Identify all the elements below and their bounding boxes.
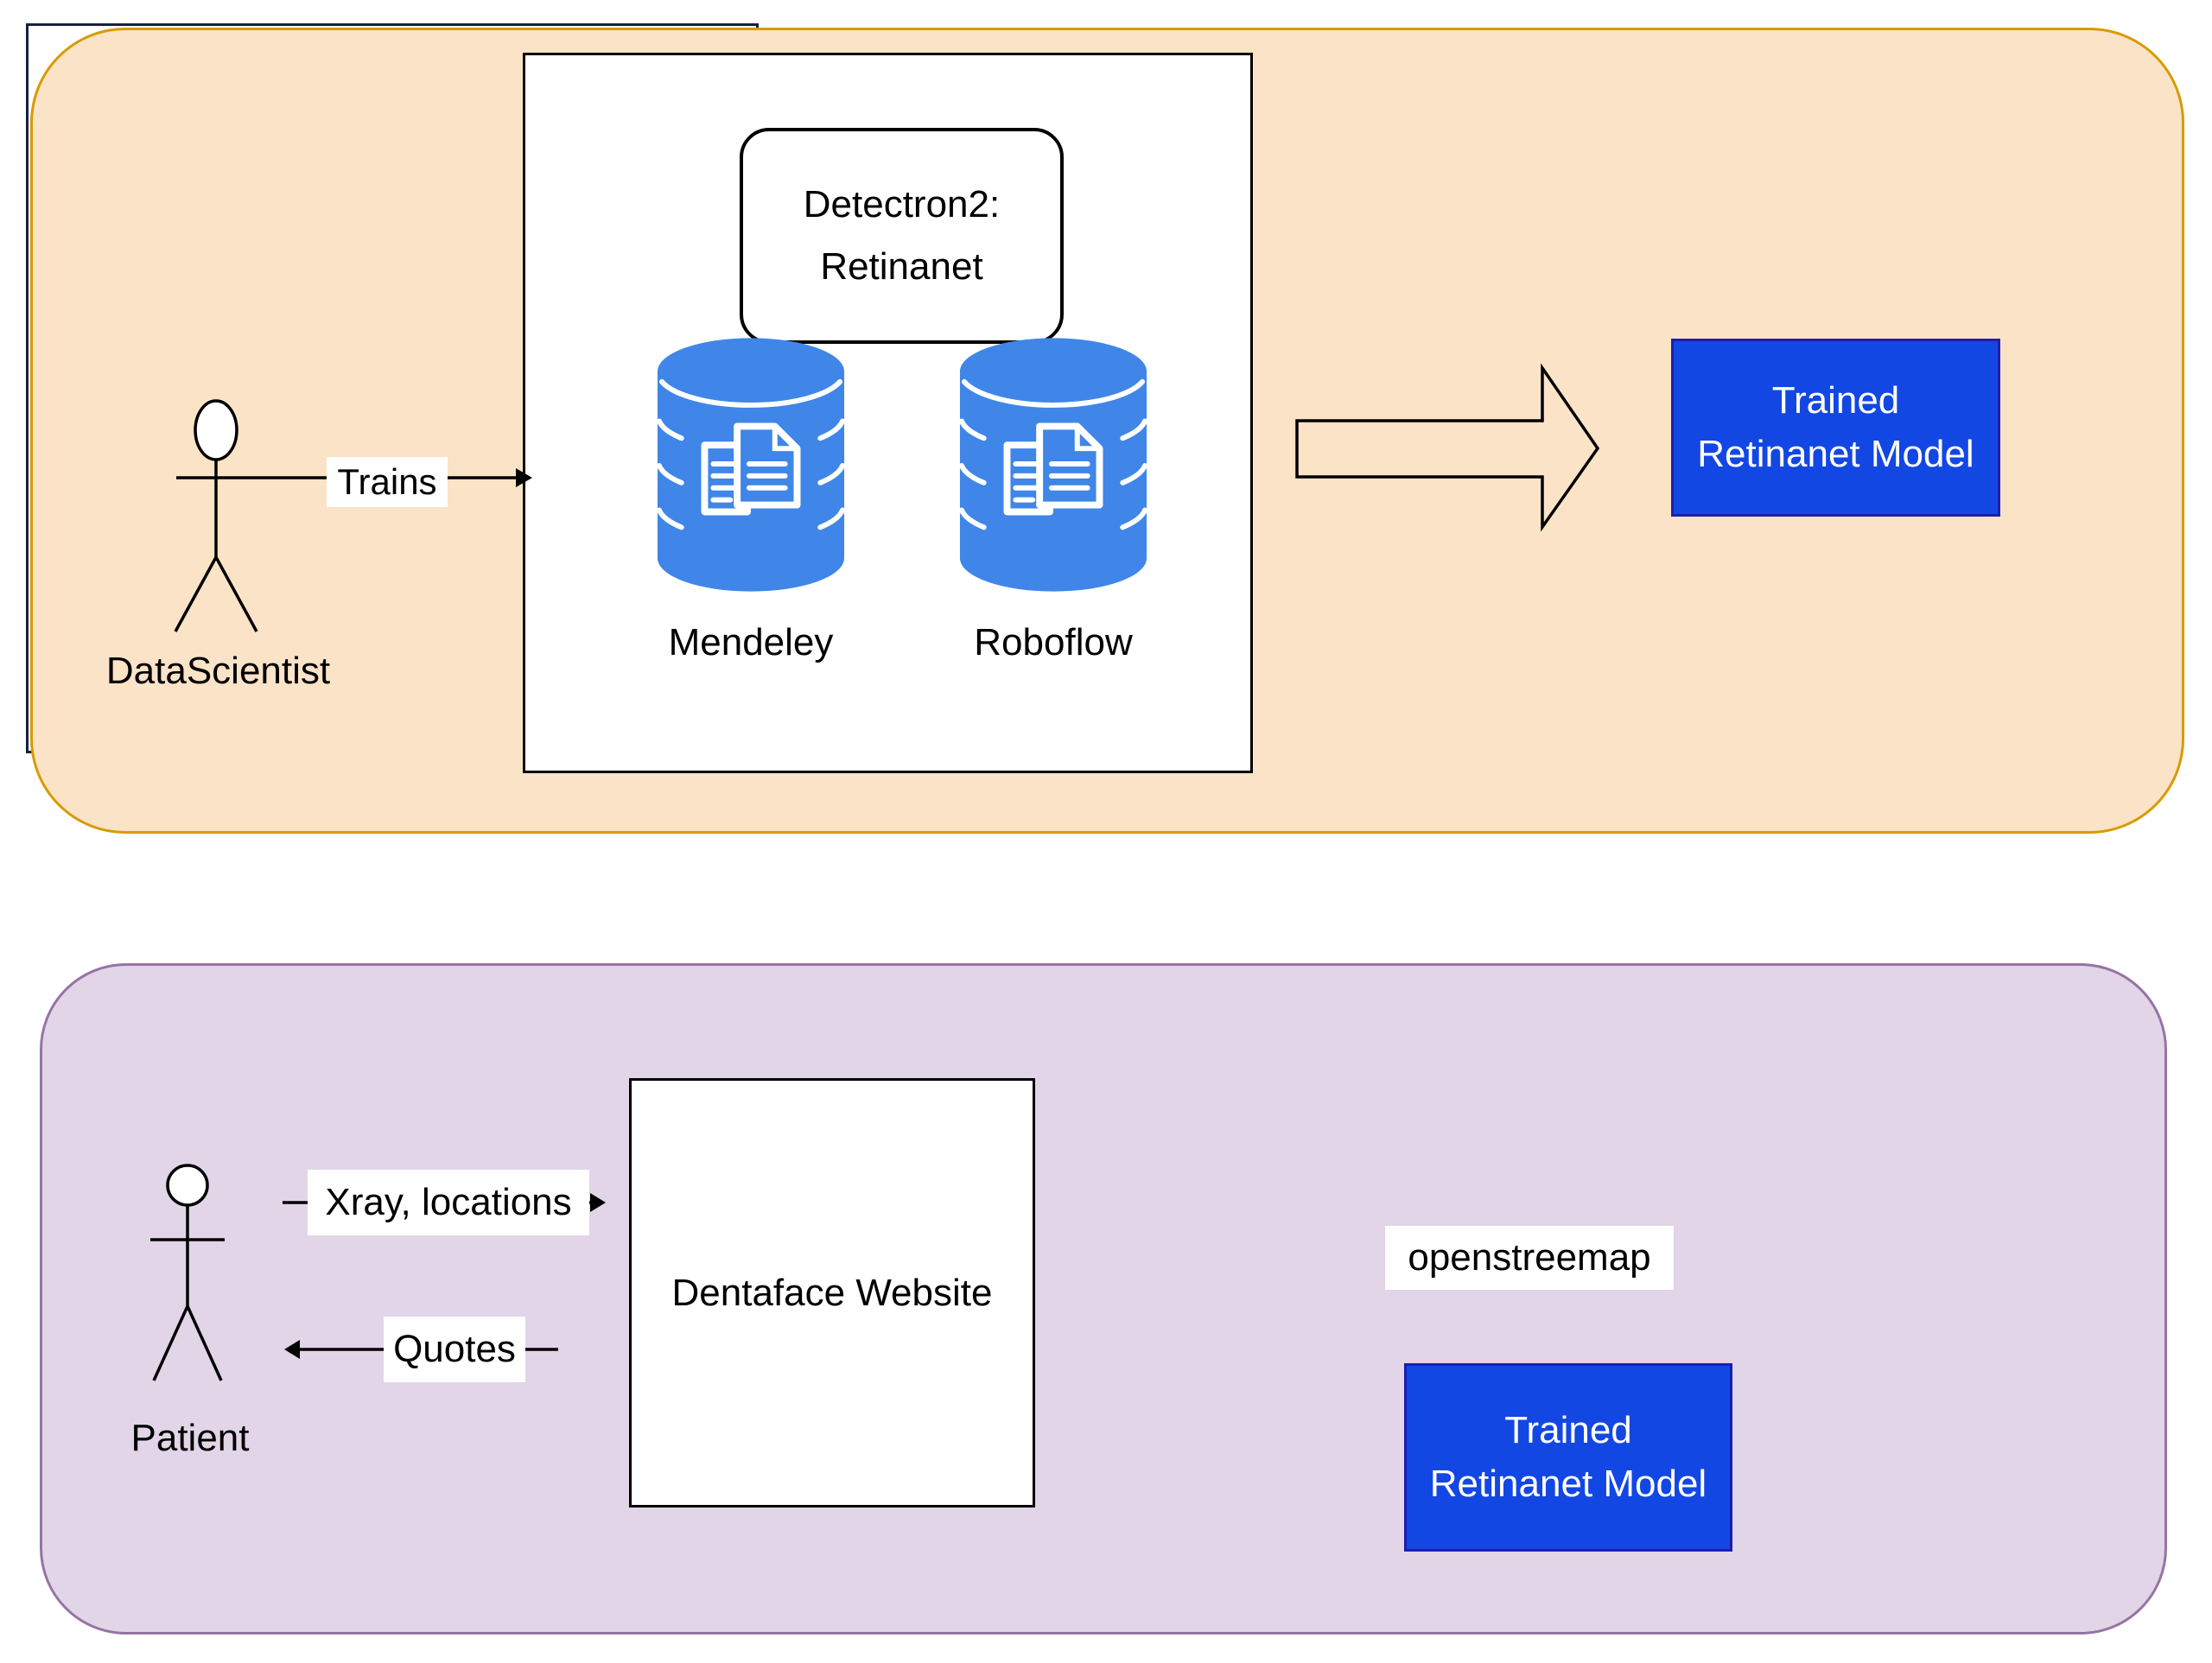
trained-model-line1: Trained: [1504, 1409, 1632, 1451]
xray-locations-label: Xray, locations: [308, 1170, 589, 1235]
trained-model-line1: Trained: [1771, 379, 1900, 422]
inference-section-container: [40, 963, 2167, 1634]
detectron-retinanet-label: Detectron2: Retinanet: [740, 128, 1064, 344]
trained-model-line2: Retinanet Model: [1429, 1463, 1707, 1505]
mendeley-database-icon: [656, 338, 846, 592]
patient-label: Patient: [130, 1417, 250, 1459]
mendeley-label: Mendeley: [668, 621, 834, 663]
openstreemap-label: openstreemap: [1385, 1226, 1674, 1290]
trained-model-box-training: Trained Retinanet Model: [1671, 339, 2000, 517]
roboflow-database-icon: [958, 338, 1148, 592]
detectron-line2: Retinanet: [820, 245, 983, 288]
documents-glyph: [701, 422, 801, 516]
roboflow-label: Roboflow: [974, 621, 1133, 663]
dentaface-website-box: Dentaface Website: [629, 1078, 1035, 1507]
documents-glyph: [1003, 422, 1103, 516]
datascientist-label: DataScientist: [105, 650, 331, 692]
trained-model-box-inference: Trained Retinanet Model: [1404, 1363, 1732, 1552]
website-label: Dentaface Website: [671, 1271, 993, 1314]
detectron-line1: Detectron2:: [803, 183, 1001, 225]
quotes-label: Quotes: [384, 1317, 525, 1382]
trained-model-line2: Retinanet Model: [1697, 433, 1974, 475]
trains-label: Trains: [327, 457, 448, 507]
